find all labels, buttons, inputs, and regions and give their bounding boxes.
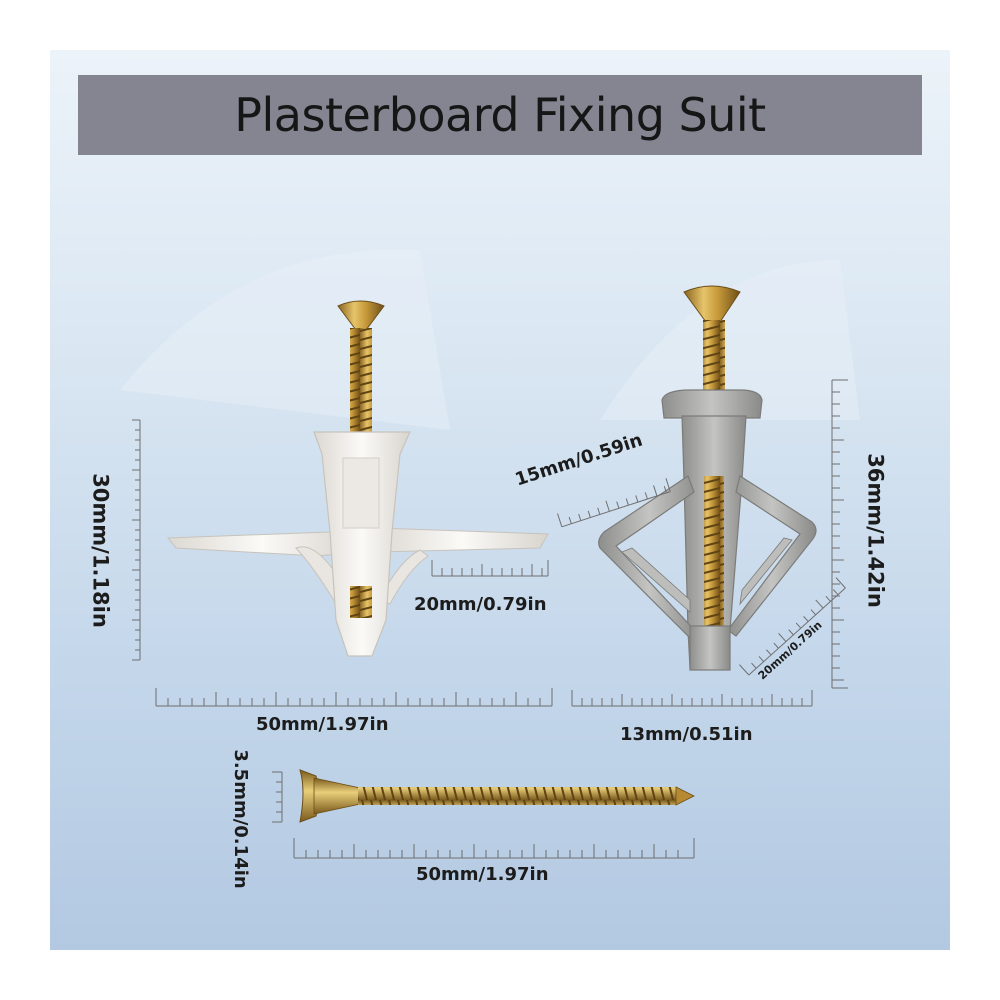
label-anchor1-wing: 20mm/0.79in <box>414 594 547 615</box>
grey-anchor-with-screw <box>598 285 817 671</box>
ruler-anchor2-cap <box>557 478 671 528</box>
page-title: Plasterboard Fixing Suit <box>234 88 766 142</box>
ruler-anchor1-width <box>155 688 553 707</box>
label-screw-diameter: 3.5mm/0.14in <box>230 749 251 889</box>
ruler-anchor2-height <box>831 379 848 689</box>
label-anchor2-width: 13mm/0.51in <box>620 724 753 745</box>
label-anchor2-height: 36mm/1.42in <box>863 453 888 608</box>
ruler-screw-length <box>293 838 695 859</box>
ruler-screw-diameter <box>272 771 283 823</box>
ruler-anchor1-height <box>132 419 141 661</box>
label-anchor1-width: 50mm/1.97in <box>256 714 389 735</box>
label-anchor1-height: 30mm/1.18in <box>88 473 113 628</box>
ruler-anchor1-wing <box>431 560 549 577</box>
loose-screw <box>299 769 695 823</box>
white-anchor-with-screw <box>166 300 549 657</box>
label-screw-length: 50mm/1.97in <box>416 864 549 885</box>
ruler-anchor2-wing <box>739 577 846 676</box>
title-banner: Plasterboard Fixing Suit <box>78 75 922 155</box>
ruler-anchor2-width <box>571 690 813 707</box>
